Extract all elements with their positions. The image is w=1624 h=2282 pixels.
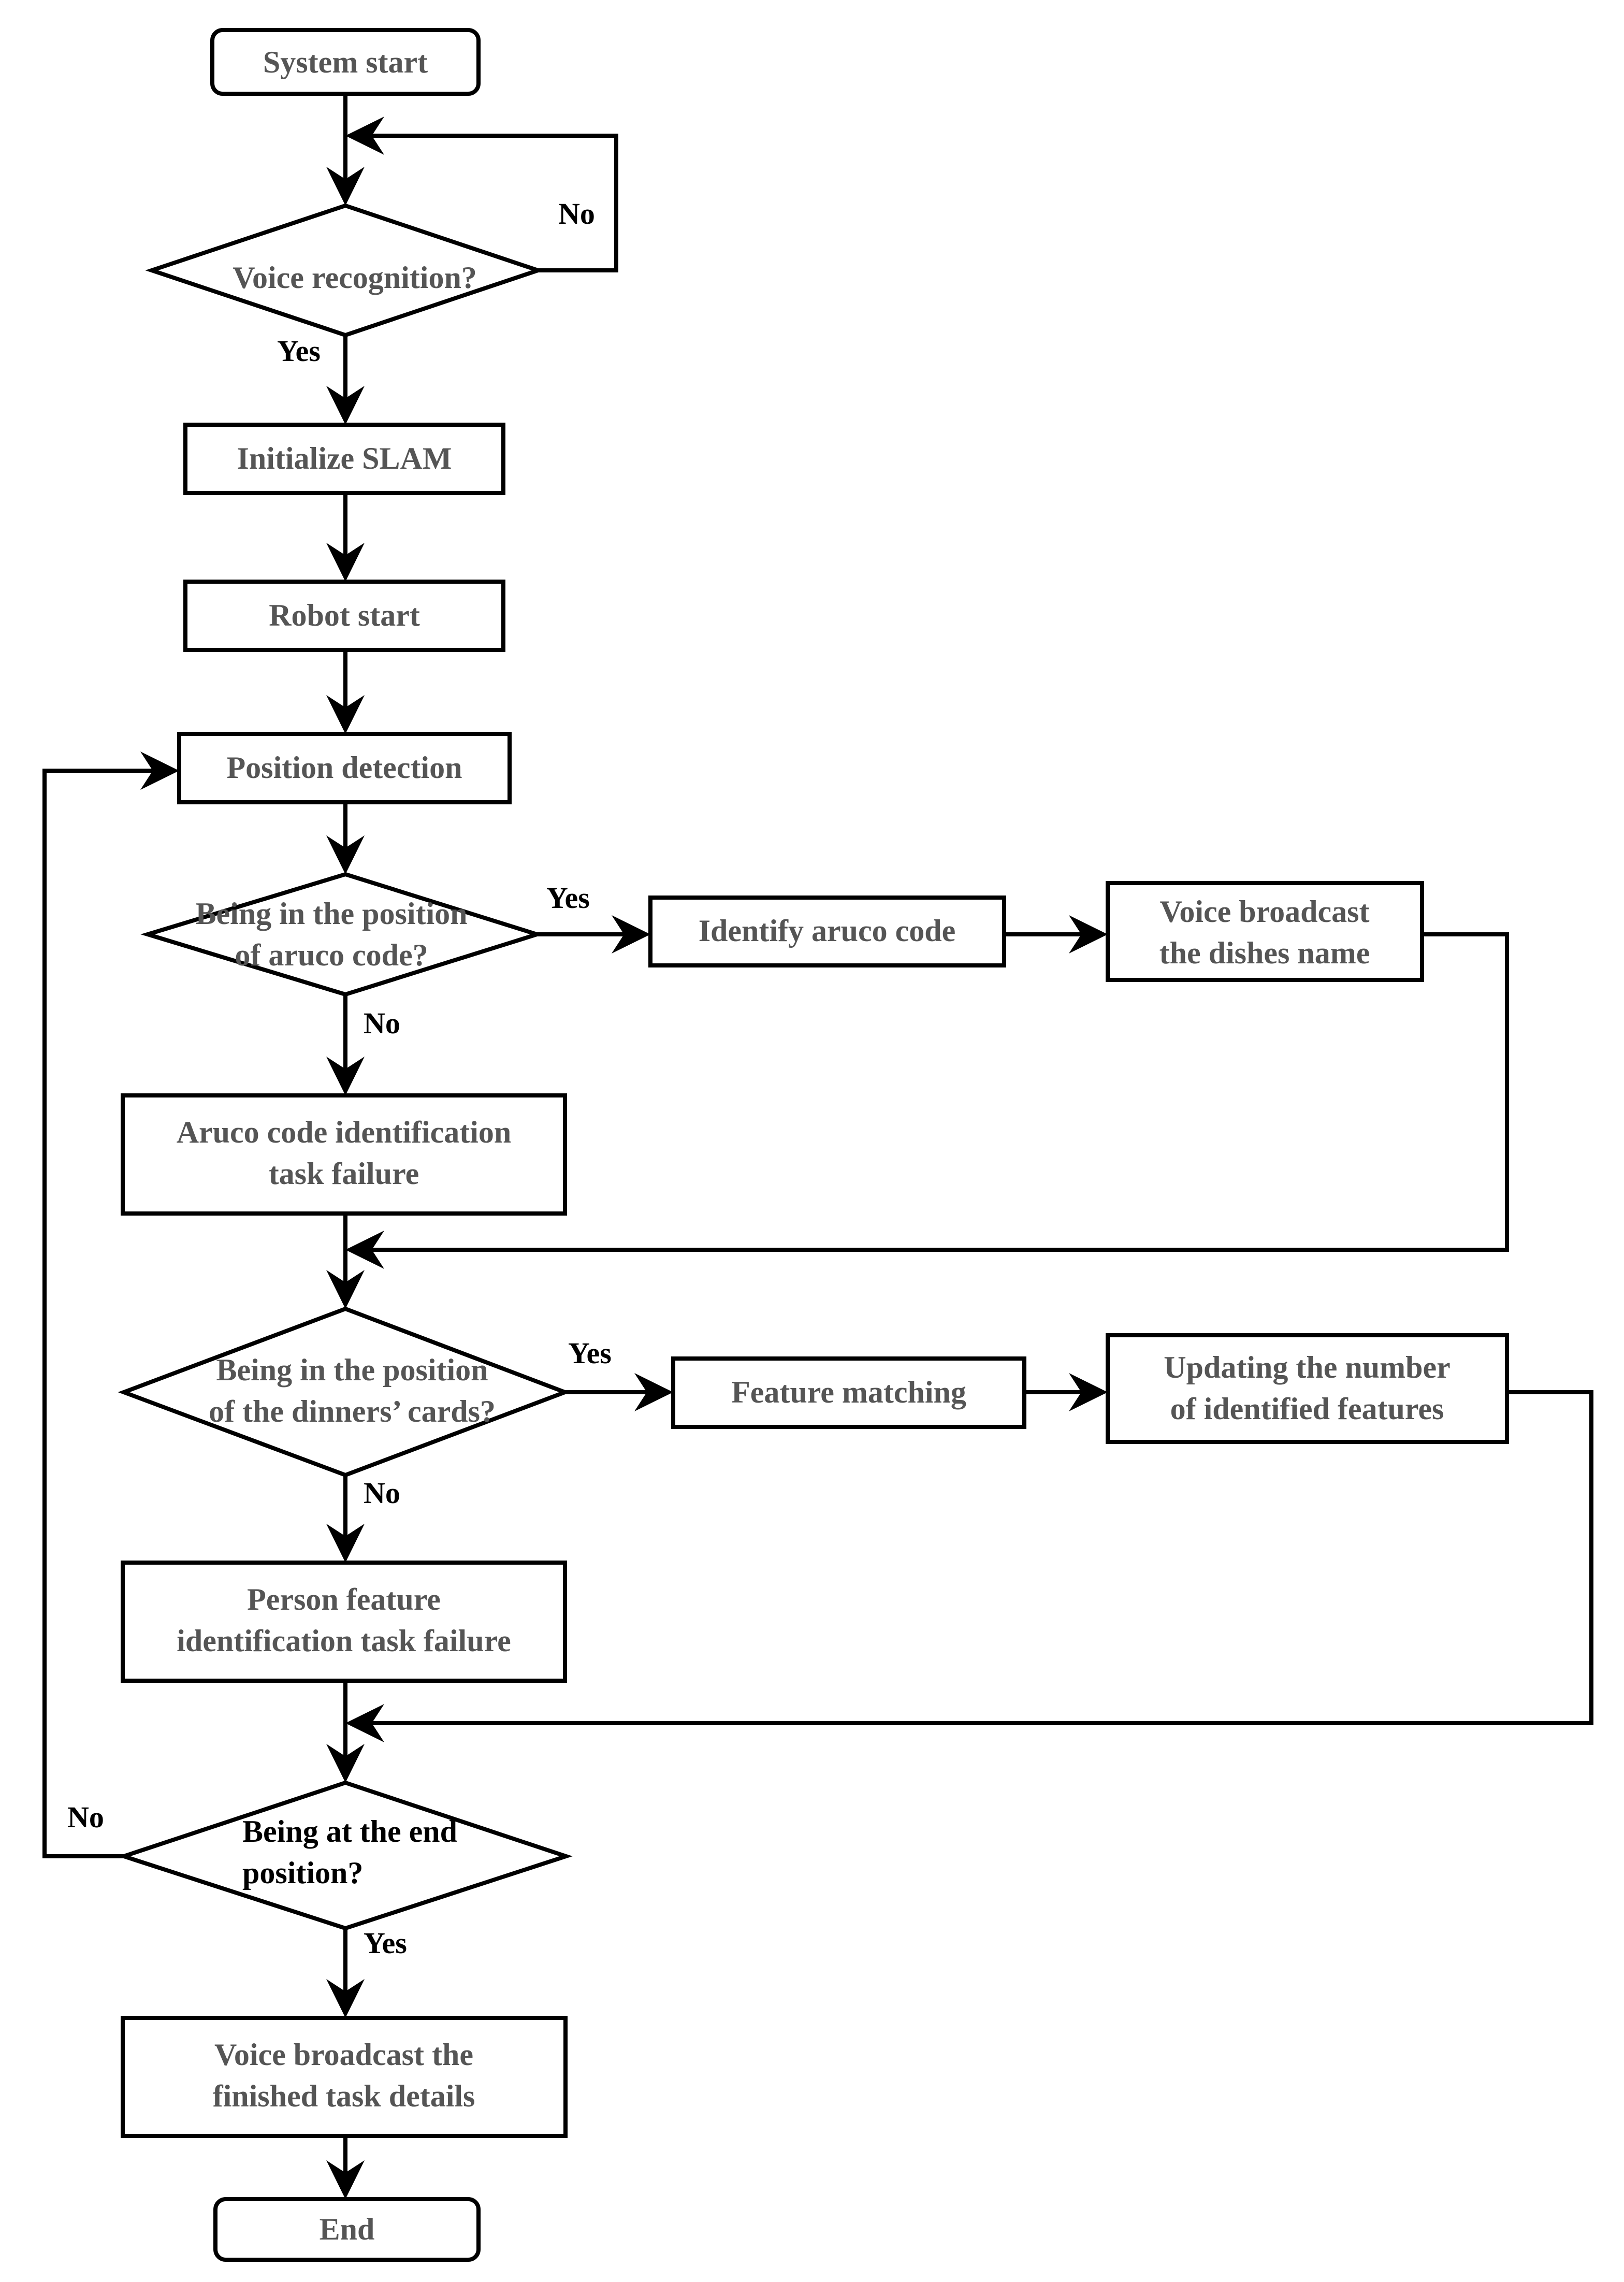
arrow-aruco-no: [326, 994, 365, 1095]
branch-label-cards-yes: Yes: [568, 1336, 612, 1370]
node-system-start: System start: [210, 28, 481, 96]
arrow-matching-to-update: [1024, 1373, 1108, 1411]
node-label-line-2: task failure: [269, 1157, 419, 1191]
decision-cards-position: Being in the position of the dinners’ ca…: [118, 1306, 571, 1478]
decision-label-line-1: Being in the position: [216, 1353, 488, 1387]
decision-end-position: Being at the end position?: [117, 1780, 573, 1931]
branch-label-aruco-yes: Yes: [546, 881, 590, 915]
decision-label-line-1: Being in the position: [195, 897, 467, 931]
node-identify-aruco-code: Identify aruco code: [648, 896, 1006, 967]
node-label-line-2: finished task details: [213, 2079, 475, 2113]
arrow-voice-no-loop: [345, 117, 618, 272]
branch-label-cards-no: No: [364, 1476, 400, 1510]
arrow-aruco-failure-to-cards: [326, 1214, 365, 1309]
arrow-position-to-aruco-decision: [326, 802, 365, 874]
arrow-end-yes: [326, 1928, 365, 2018]
decision-voice-recognition: Voice recognition?: [145, 203, 545, 338]
arrow-end-no-loop: [42, 752, 179, 1858]
node-label-line-1: Voice broadcast: [1160, 894, 1370, 929]
arrow-robot-to-position: [326, 650, 365, 734]
node-label-line-1: Person feature: [247, 1582, 441, 1616]
node-end: End: [213, 2197, 481, 2262]
decision-aruco-position: Being in the position of aruco code?: [140, 872, 544, 997]
node-position-detection: Position detection: [177, 732, 512, 804]
arrow-dishes-return: [345, 932, 1509, 1269]
node-voice-broadcast-dishes: Voice broadcast the dishes name: [1106, 881, 1424, 982]
node-label-line-2: identification task failure: [177, 1624, 511, 1658]
node-robot-start: Robot start: [183, 580, 505, 652]
node-feature-matching: Feature matching: [671, 1356, 1026, 1429]
node-update-features: Updating the number of identified featur…: [1106, 1333, 1509, 1444]
node-person-failure: Person feature identification task failu…: [121, 1561, 567, 1683]
node-label: End: [320, 2212, 375, 2246]
node-label: Initialize SLAM: [237, 441, 452, 475]
node-aruco-failure: Aruco code identification task failure: [121, 1093, 567, 1216]
branch-label-aruco-no: No: [364, 1006, 400, 1040]
arrow-person-failure-to-end: [326, 1681, 365, 1783]
arrow-identify-to-dishes: [1004, 915, 1108, 954]
node-label-line-1: Aruco code identification: [177, 1115, 512, 1149]
arrow-update-return: [345, 1390, 1593, 1742]
node-label: Robot start: [269, 598, 420, 632]
arrow-start-to-voice: [326, 94, 365, 206]
arrow-finished-to-end: [326, 2136, 365, 2199]
arrow-cards-no: [326, 1475, 365, 1563]
decision-label-line-2: position?: [242, 1856, 363, 1890]
branch-label-voice-yes: Yes: [277, 334, 321, 368]
arrow-slam-to-robot: [326, 493, 365, 582]
node-label-line-2: the dishes name: [1159, 936, 1370, 970]
decision-label-line-2: of the dinners’ cards?: [209, 1394, 496, 1428]
node-label: Position detection: [227, 750, 462, 785]
node-initialize-slam: Initialize SLAM: [183, 423, 505, 495]
branch-label-voice-no: No: [558, 197, 595, 230]
node-label-line-2: of identified features: [1170, 1392, 1444, 1426]
decision-label-line-1: Being at the end: [242, 1814, 457, 1848]
decision-label-line-2: of aruco code?: [235, 938, 428, 972]
node-label: Feature matching: [731, 1375, 966, 1409]
branch-label-end-yes: Yes: [364, 1926, 407, 1960]
node-label-line-1: Voice broadcast the: [214, 2038, 473, 2072]
node-label: Identify aruco code: [699, 914, 956, 948]
branch-label-end-no: No: [67, 1800, 104, 1834]
node-voice-broadcast-finished: Voice broadcast the finished task detail…: [121, 2016, 568, 2138]
arrow-aruco-yes: [537, 915, 650, 954]
arrow-cards-yes: [565, 1373, 673, 1411]
decision-label: Voice recognition?: [233, 261, 477, 295]
arrow-voice-yes: [326, 335, 365, 425]
node-label: System start: [263, 45, 428, 79]
node-label-line-1: Updating the number: [1164, 1350, 1450, 1384]
